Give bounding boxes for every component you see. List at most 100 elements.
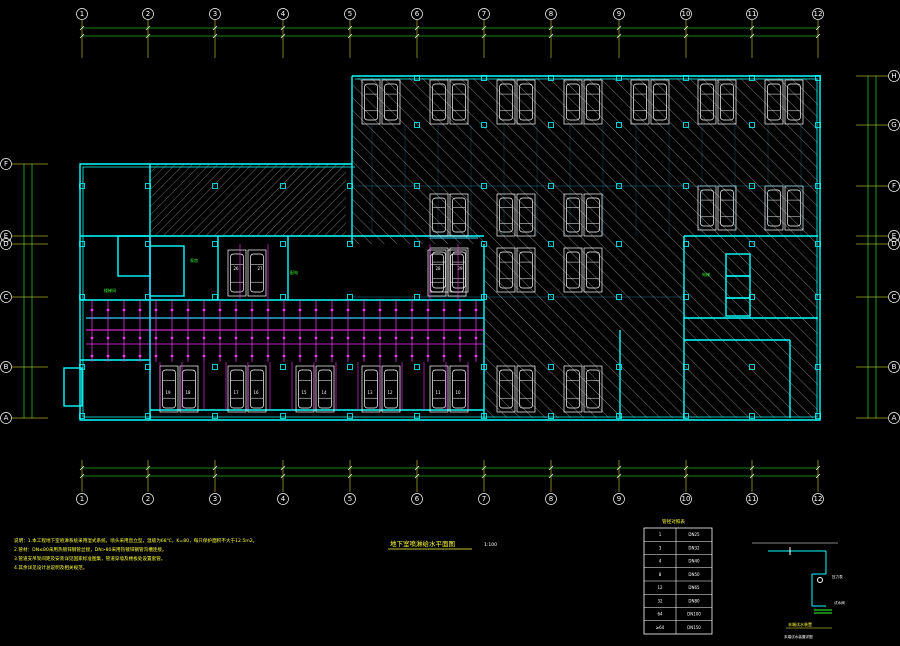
parking-stall	[496, 79, 516, 125]
column	[749, 413, 755, 419]
grid-bubble-left	[0, 230, 12, 242]
grid-label-top[interactable]: 7	[482, 10, 486, 18]
parking-stall	[516, 193, 536, 237]
grid-bubble-bottom	[478, 493, 490, 505]
parking-stall	[583, 193, 603, 237]
grid-label-right[interactable]: E	[892, 232, 896, 240]
grid-label-right[interactable]: F	[892, 182, 896, 190]
dimension-tick	[280, 25, 286, 31]
sprinkler-head	[442, 308, 446, 312]
grid-label-top[interactable]: 12	[814, 10, 823, 18]
grid-label-left[interactable]: C	[4, 293, 9, 301]
grid-bubble-bottom	[76, 493, 88, 505]
sprinkler-head	[170, 354, 174, 358]
grid-label-left[interactable]: F	[4, 160, 8, 168]
grid-label-bottom[interactable]: 4	[281, 495, 286, 503]
sprinkler-head	[122, 354, 126, 358]
dimension-tick	[79, 33, 85, 39]
sprinkler-head	[346, 354, 350, 358]
car	[250, 369, 264, 409]
grid-label-left[interactable]: E	[4, 232, 8, 240]
pipe-table-cell: DN40	[688, 559, 700, 564]
parking-stall	[630, 79, 650, 125]
parking-stall	[227, 365, 247, 413]
parking-stall	[361, 79, 381, 125]
grid-bubble-bottom	[411, 493, 423, 505]
column	[683, 364, 689, 370]
grid-label-top[interactable]: 3	[213, 10, 217, 18]
grid-label-top[interactable]: 11	[748, 10, 757, 18]
grid-label-bottom[interactable]: 3	[213, 495, 217, 503]
car	[318, 369, 332, 409]
sprinkler-head	[138, 354, 142, 358]
grid-label-bottom[interactable]: 6	[415, 495, 420, 503]
grid-label-top[interactable]: 8	[549, 10, 553, 18]
dimension-tick	[79, 465, 85, 471]
column	[548, 364, 554, 370]
grid-label-right[interactable]: G	[891, 121, 896, 129]
grid-label-left[interactable]: B	[4, 363, 9, 371]
grid-label-left[interactable]: A	[4, 414, 9, 422]
sprinkler-head	[458, 336, 462, 340]
sprinkler-head	[474, 308, 478, 312]
grid-label-top[interactable]: 1	[80, 10, 84, 18]
dimension-tick	[145, 25, 151, 31]
grid-label-bottom[interactable]: 2	[146, 495, 150, 503]
grid-label-bottom[interactable]: 7	[482, 495, 486, 503]
dimension-tick	[548, 33, 554, 39]
room-label-pump: 泵房	[190, 257, 198, 263]
sprinkler-head	[298, 308, 302, 312]
dimension-tick	[347, 33, 353, 39]
grid-label-right[interactable]: H	[891, 72, 896, 80]
sprinkler-head	[410, 308, 414, 312]
column	[616, 364, 622, 370]
grid-label-right[interactable]: D	[891, 240, 896, 248]
grid-label-top[interactable]: 5	[348, 10, 352, 18]
end-test-detail: 压力表 试水阀 末端试水装置 末端试水装置详图	[752, 542, 845, 639]
grid-label-bottom[interactable]: 8	[549, 495, 553, 503]
column	[347, 241, 353, 247]
grid-bubble-bottom	[680, 493, 692, 505]
grid-label-top[interactable]: 10	[682, 10, 691, 18]
dimension-tick	[548, 465, 554, 471]
column	[481, 122, 487, 128]
grid-bubble-top	[812, 8, 824, 20]
car	[162, 369, 176, 409]
grid-bubbles[interactable]: 112233445566778899101011111212HGFEDCBAFE…	[0, 8, 900, 505]
grid-label-bottom[interactable]: 1	[80, 495, 84, 503]
column	[749, 294, 755, 300]
column	[347, 294, 353, 300]
sprinkler-head	[266, 354, 270, 358]
grid-label-right[interactable]: A	[892, 414, 897, 422]
car	[432, 369, 446, 409]
parking-stall	[563, 365, 583, 413]
detail-subtitle: 末端试水装置详图	[784, 634, 813, 639]
car	[499, 197, 513, 233]
dimension-tick	[212, 33, 218, 39]
grid-label-top[interactable]: 4	[281, 10, 286, 18]
grid-label-bottom[interactable]: 11	[748, 495, 757, 503]
grid-label-top[interactable]: 2	[146, 10, 150, 18]
parking-stall	[563, 247, 583, 293]
dimension-tick	[749, 465, 755, 471]
sprinkler-head	[378, 354, 382, 358]
grid-label-bottom[interactable]: 10	[682, 495, 691, 503]
grid-label-bottom[interactable]: 9	[617, 495, 621, 503]
parking-number: 18	[185, 390, 191, 395]
dimension-tick	[481, 25, 487, 31]
grid-label-top[interactable]: 6	[415, 10, 420, 18]
grid-label-bottom[interactable]: 5	[348, 495, 352, 503]
dimension-tick	[683, 33, 689, 39]
grid-label-right[interactable]: B	[892, 363, 897, 371]
parking-stall	[764, 79, 784, 125]
parking-stall	[516, 247, 536, 293]
parking-number: 13	[367, 390, 373, 395]
sprinkler-head	[266, 308, 270, 312]
grid-label-right[interactable]: C	[892, 293, 897, 301]
grid-bubble-bottom	[613, 493, 625, 505]
column	[79, 183, 85, 189]
grid-label-top[interactable]: 9	[617, 10, 621, 18]
grid-label-left[interactable]: D	[3, 240, 8, 248]
grid-label-bottom[interactable]: 12	[814, 495, 823, 503]
